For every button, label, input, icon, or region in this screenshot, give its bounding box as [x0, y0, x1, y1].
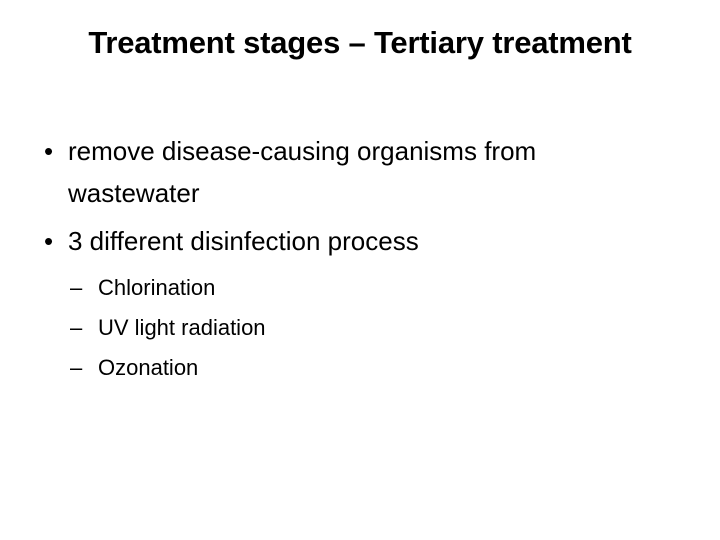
dash-marker-icon: – — [70, 315, 83, 340]
sub-list-item-label: Ozonation — [98, 355, 199, 380]
dash-marker-icon: – — [70, 275, 83, 300]
list-item-label: 3 different disinfection process — [68, 226, 419, 256]
bullet-marker-icon: • — [44, 226, 54, 256]
sub-list-item: – Chlorination — [70, 268, 668, 308]
slide-body: • remove disease-causing organisms from … — [0, 130, 720, 394]
sub-list-item-label: Chlorination — [98, 275, 216, 300]
list-item-label: remove disease-causing organisms from wa… — [68, 136, 537, 208]
sub-list-item: – Ozonation — [70, 348, 668, 388]
dash-marker-icon: – — [70, 355, 83, 380]
list-item: • remove disease-causing organisms from … — [0, 130, 668, 214]
bullet-marker-icon: • — [44, 136, 54, 166]
list-item: • 3 different disinfection process – Chl… — [0, 220, 668, 388]
sub-list-item: – UV light radiation — [70, 308, 668, 348]
sub-list-wrapper: – Chlorination – UV light radiation – Oz… — [70, 268, 668, 388]
page-title: Treatment stages – Tertiary treatment — [88, 25, 632, 60]
sub-list-item-label: UV light radiation — [98, 315, 266, 340]
bullet-list-level2: – Chlorination – UV light radiation – Oz… — [70, 268, 668, 388]
bullet-list-level1: • remove disease-causing organisms from … — [0, 130, 720, 388]
